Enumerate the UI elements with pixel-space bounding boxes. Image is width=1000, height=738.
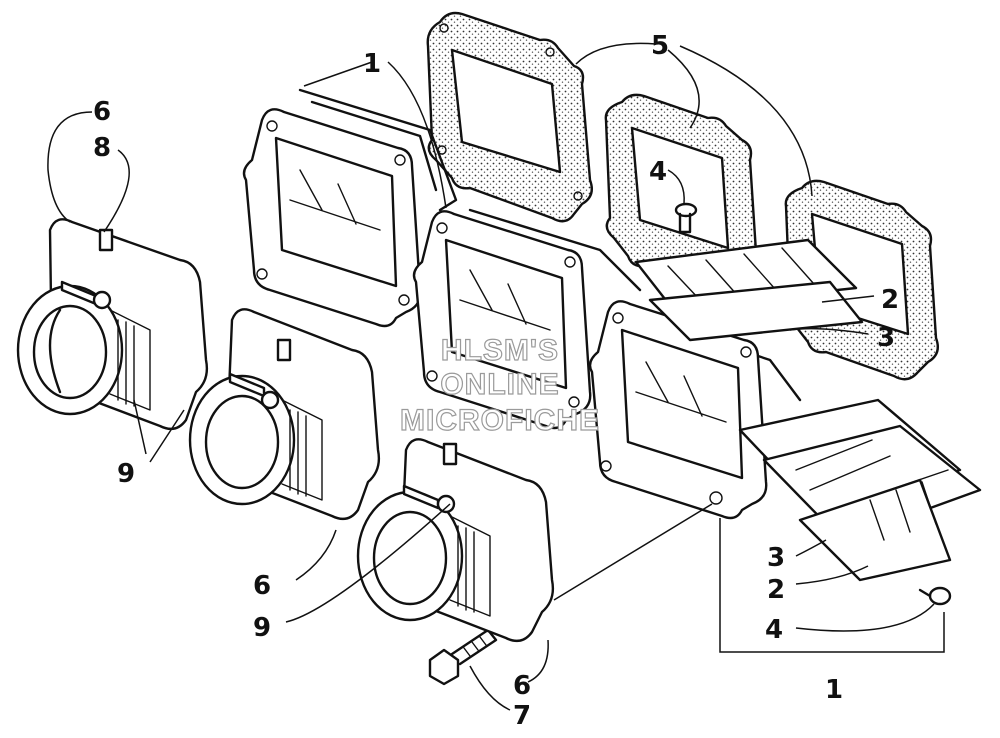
screw-bottom: [918, 586, 952, 606]
gasket-top: [426, 11, 593, 223]
adapter-front: [356, 438, 555, 643]
bolt: [428, 628, 498, 686]
reed-petal-bottom: [738, 398, 982, 582]
callout-9-left: 9: [117, 459, 135, 489]
watermark-line-1: HLSM'S: [441, 334, 559, 367]
callout-3-top: 3: [877, 323, 895, 353]
reed-petal-top: [634, 238, 864, 342]
callout-2-top: 2: [881, 285, 899, 315]
gasket-middle: [604, 93, 759, 295]
callout-6-mid: 6: [253, 571, 271, 601]
watermark: HLSM'S ONLINE MICROFICHE: [399, 333, 600, 437]
callout-6-top: 6: [93, 97, 111, 127]
callout-4-top: 4: [649, 157, 667, 187]
callout-3-bottom: 3: [767, 543, 785, 573]
callout-2-bottom: 2: [767, 575, 785, 605]
adapter-middle: [188, 308, 381, 521]
screw-top: [674, 202, 698, 234]
leader-lines: [47, 42, 945, 711]
callout-8: 8: [93, 133, 111, 163]
callout-6-bottom: 6: [513, 671, 531, 701]
adapter-left: [16, 218, 209, 431]
reed-cage-front: [588, 300, 802, 520]
watermark-line-2: ONLINE: [440, 368, 559, 401]
callout-1-bottom: 1: [825, 675, 843, 705]
callout-4-bottom: 4: [765, 615, 783, 645]
callout-1-top: 1: [363, 49, 381, 79]
watermark-line-3: MICROFICHE: [400, 404, 600, 437]
reed-cage-top: [242, 88, 458, 328]
callouts: 1 5 6 8 4 2 3 9 6 9 3 2 4 1 6 7: [93, 31, 899, 731]
reed-cage-middle: [412, 208, 642, 430]
callout-7: 7: [513, 701, 531, 731]
callout-5: 5: [651, 31, 669, 61]
callout-9-mid: 9: [253, 613, 271, 643]
